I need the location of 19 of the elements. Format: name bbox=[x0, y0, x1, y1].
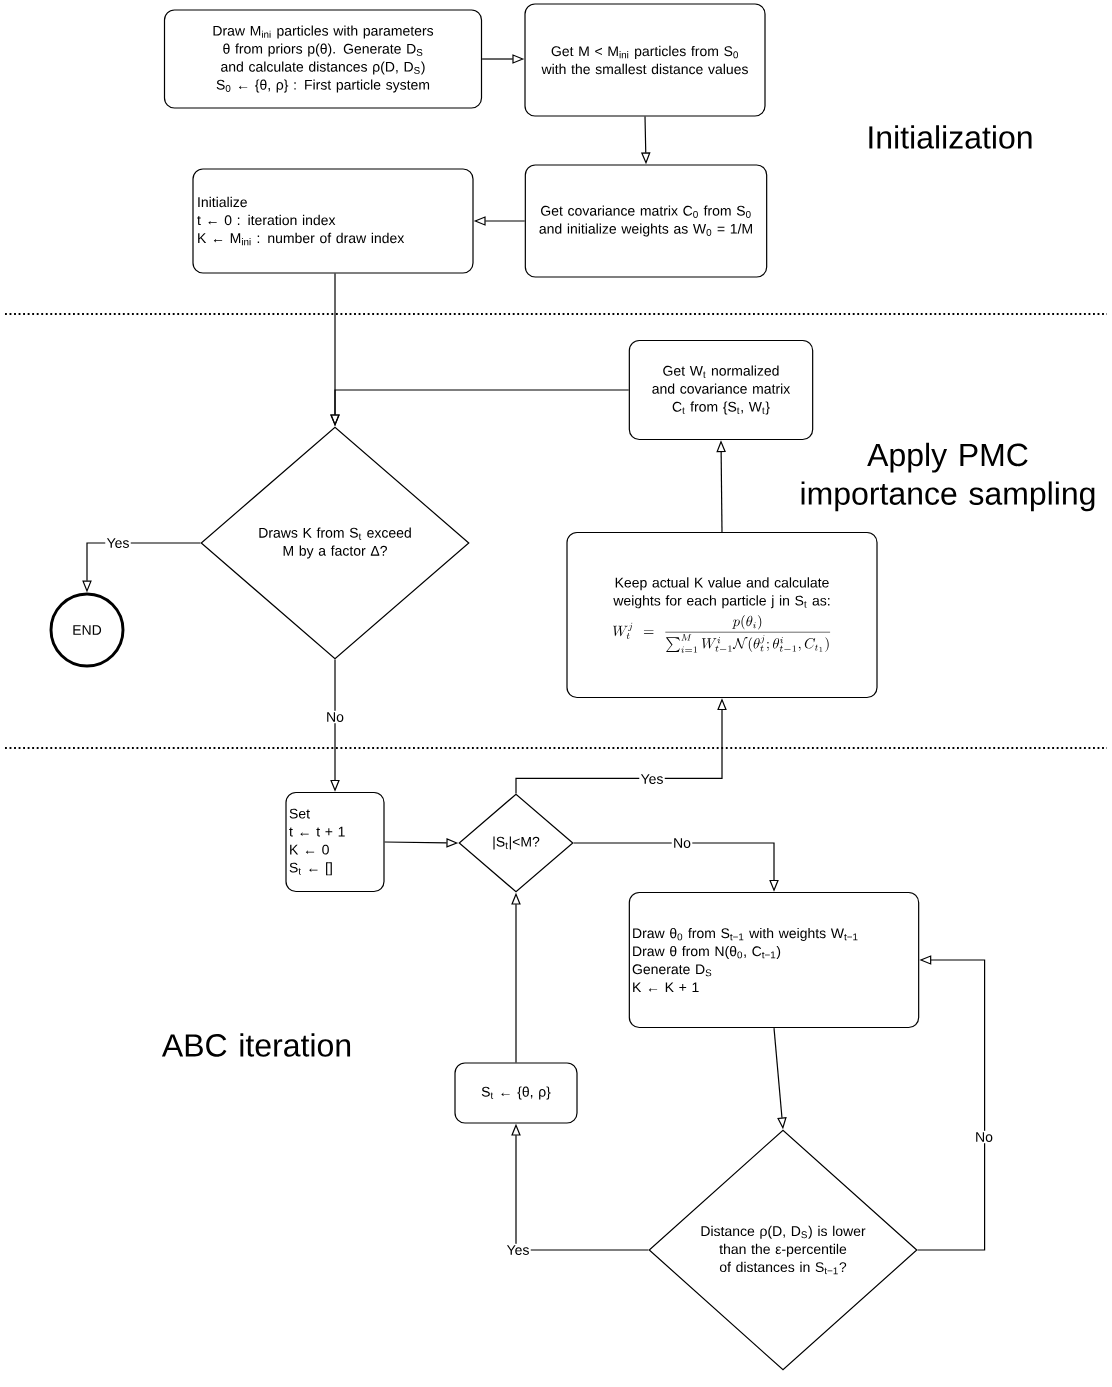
process-box: Draw θ$_{0}$ from S$_{t−1}$ with weights W$_{t−1}$ Draw θ from N(θ$_{0}$, C$_{t−1}$) Generate D$_{S}$ K ← K + 1 bbox=[628, 891, 920, 1029]
process-box: Draw M$_{ini}$ particles with parameters θ from priors p(θ). Generate D$_{S}$ and calculate distances ρ(D, D$_{S}$) S$_{0}$ ← {θ, ρ} : First particle system bbox=[163, 9, 483, 109]
section-title: Apply PMC importance sampling bbox=[801, 442, 1095, 512]
process-box: Get M < M$_{ini}$ particles from S$_{0}$ with the smallest distance values bbox=[524, 3, 766, 117]
edge-label: Yes bbox=[505, 1243, 531, 1257]
process-box: Keep actual K value and calculate weights for each particle j in S$_{t}$ as: $W_t^j = \frac{p(\theta_i)}{\sum_{i=1}^{M} W_{t-1}^i \mathcal{N}(\theta_t^j;\theta_{t-1}^i,C_{t_1})}$ bbox=[566, 531, 878, 699]
arrow bbox=[917, 955, 986, 1251]
process-box: Get W$_{t}$ normalized and covariance matrix C$_{t}$ from {S$_{t}$, W$_{t}$} bbox=[628, 339, 814, 441]
section-title: ABC iteration bbox=[161, 1033, 351, 1057]
edge-label: No bbox=[324, 710, 346, 724]
process-box: Get covariance matrix C$_{0}$ from S$_{0}$ and initialize weights as W$_{0}$ = 1/M bbox=[524, 164, 768, 278]
process-box: Set t ← t + 1 K ← 0 S$_{t}$ ← [] bbox=[285, 791, 385, 893]
edge-label: No bbox=[671, 836, 693, 850]
edge-label: Yes bbox=[639, 772, 665, 786]
process-box: S$_{t}$ ← {θ, ρ} bbox=[454, 1062, 578, 1124]
edge-label: No bbox=[973, 1130, 995, 1144]
edge-label: Yes bbox=[105, 536, 131, 550]
section-title: Initialization bbox=[869, 125, 1032, 149]
process-box: Initialize t ← 0 : iteration index K ← M$_{ini}$ : number of draw index bbox=[192, 168, 474, 274]
